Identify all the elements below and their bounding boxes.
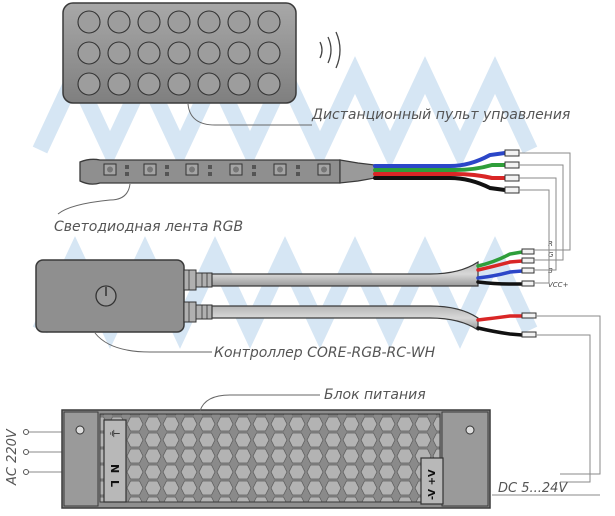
remote-button [107,72,131,96]
remote-button [167,10,191,34]
strip-resistor [296,172,300,176]
controller-label: Контроллер CORE-RGB-RC-WH [214,345,436,361]
strip-resistor [125,165,129,169]
controller-output-cable [211,260,479,287]
led-chip-lens [321,166,327,173]
remote-button [77,10,101,34]
strip-leader-line [57,183,131,215]
ac-label: AC 220V [5,428,20,486]
strip-resistor [296,165,300,169]
remote-button [107,10,131,34]
strip-resistor [125,172,129,176]
led-chip-lens [233,166,239,173]
remote-button [197,41,221,65]
psu-terminal-n: N [108,464,121,473]
strip-resistor [252,165,256,169]
remote-button [77,41,101,65]
remote-button [227,41,251,65]
controller-input-wires [476,314,524,337]
strip-resistor [165,172,169,176]
strip-resistor [165,165,169,169]
remote-button [257,72,281,96]
strip-label: Светодиодная лента RGB [54,219,243,235]
remote-button [107,41,131,65]
remote-button-grid [77,10,281,96]
strip-resistor [208,165,212,169]
strip-resistor [208,172,212,176]
remote-button [227,72,251,96]
controller-input-cable [211,305,479,332]
psu-leader-line [199,394,320,412]
dc-label: DC 5...24V [498,481,568,496]
strip-resistor [252,172,256,176]
connection-lines [26,152,601,483]
wireless-signal-icon [319,31,341,69]
controller [35,259,213,333]
led-strip [79,158,376,185]
psu-label: Блок питания [324,387,426,403]
remote-button [167,41,191,65]
psu-ground-icon: ⏚ [108,428,121,439]
remote-button [257,41,281,65]
remote-button [257,10,281,34]
wire-tag-r: R [548,240,553,248]
led-chip-lens [277,166,283,173]
controller-output-wires [476,250,524,286]
led-chip-lens [107,166,113,173]
strip-wire-ends [504,149,520,194]
remote-button [77,72,101,96]
wire-tag-b: B [548,267,553,275]
led-chip-lens [189,166,195,173]
ac-input-terminals [23,429,29,475]
led-chip-lens [147,166,153,173]
remote-button [197,10,221,34]
remote-button [137,72,161,96]
remote-button [137,10,161,34]
remote-button [197,72,221,96]
controller-wire-ends [521,248,535,287]
psu-output-terminals: -V +V [427,469,438,500]
led-chip-row [103,163,331,176]
power-supply [61,409,491,509]
strip-wires [373,151,507,192]
remote-label: Дистанционный пульт управления [311,107,570,123]
wire-tag-g: G [548,251,554,259]
controller-leader-line [94,332,212,353]
remote-button [167,72,191,96]
psu-terminal-l: L [108,480,121,487]
remote-button [137,41,161,65]
remote-button [227,10,251,34]
remote-leader-line [187,103,312,126]
remote-control [62,2,297,104]
wire-tag-vcc: VCC+ [548,281,569,289]
